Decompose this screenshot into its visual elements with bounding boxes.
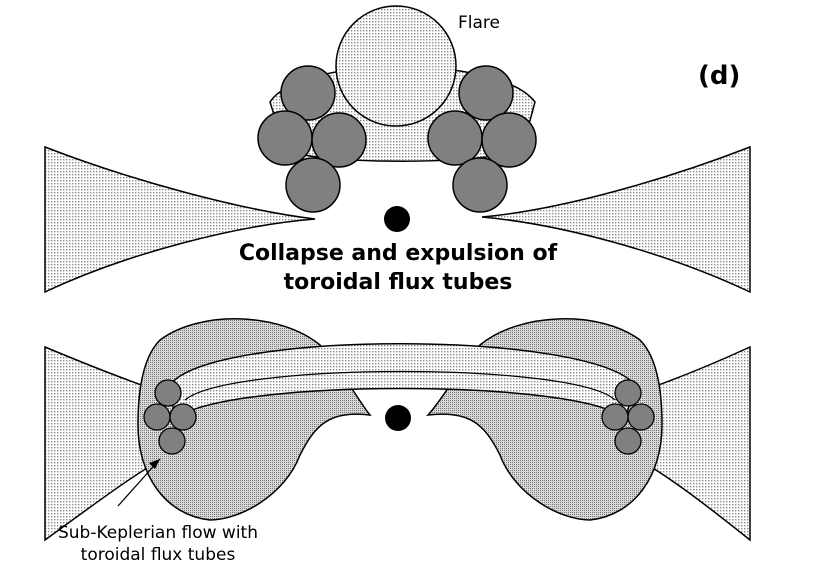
caption-line-1: Collapse and expulsion of [239,241,558,266]
caption-line-2: toroidal flux tubes [284,270,513,295]
panel-label: (d) [698,61,740,91]
lower-torus-inner-line [184,370,616,401]
upper-black-hole [384,206,410,232]
flux-tube [280,65,336,121]
flux-tube [158,427,186,455]
flux-tube [452,157,508,213]
flux-tube [154,379,182,407]
flux-tube [627,403,655,431]
flow-pointer-arrowhead [149,459,160,469]
flux-tube [601,403,629,431]
flux-tube [481,112,537,168]
upper-left-disk-wedge [44,145,316,294]
upper-panel: Flare (d) Collapse and expulsion of toro… [44,5,751,295]
lower-left-flux-tubes [143,379,197,455]
flux-tube [285,157,341,213]
flare-label: Flare [458,13,500,33]
flux-tube [311,112,367,168]
flux-tube [614,427,642,455]
flux-tube [427,110,483,166]
flow-label-line-1: Sub-Keplerian flow with [58,523,258,543]
flow-label-line-2: toroidal flux tubes [81,545,236,565]
flare-bubble [335,5,457,127]
upper-right-disk-wedge [481,145,751,294]
lower-black-hole [385,405,411,431]
flux-tube [257,110,313,166]
flux-tube [458,65,514,121]
lower-right-flux-tubes [601,379,655,455]
lower-panel: Sub-Keplerian flow with toroidal flux tu… [44,318,751,565]
flux-tube [614,379,642,407]
flux-tube [169,403,197,431]
upper-right-flux-tubes [427,65,537,213]
flux-tube [143,403,171,431]
upper-left-flux-tubes [257,65,367,213]
